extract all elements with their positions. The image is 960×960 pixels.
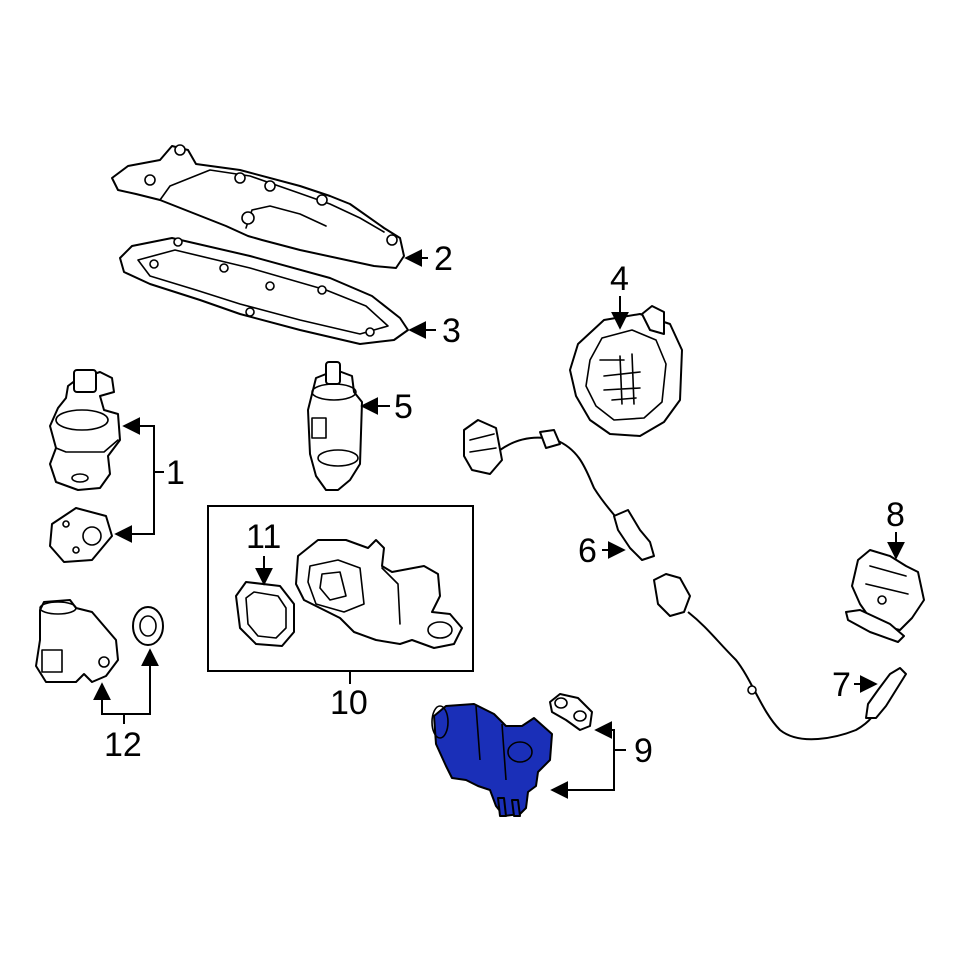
callout-7[interactable]: 7 xyxy=(832,666,851,704)
part-8-solenoid[interactable] xyxy=(845,549,925,643)
part-9-o-ring-seals[interactable] xyxy=(549,693,593,731)
leader-12 xyxy=(93,648,159,724)
part-11-gasket[interactable] xyxy=(235,581,295,647)
leader-1 xyxy=(114,417,164,543)
part-3-gasket[interactable] xyxy=(119,237,409,345)
part-1-egr-valve[interactable] xyxy=(49,369,121,491)
callout-5[interactable]: 5 xyxy=(394,388,413,426)
callout-12[interactable]: 12 xyxy=(104,726,142,764)
leader-9 xyxy=(550,721,626,799)
callout-1[interactable]: 1 xyxy=(166,454,185,492)
part-4-canister[interactable] xyxy=(569,305,683,437)
part-12-seal-ring[interactable] xyxy=(132,606,164,646)
part-1-egr-gasket[interactable] xyxy=(49,507,113,563)
callout-3[interactable]: 3 xyxy=(442,312,461,350)
part-7-oxygen-sensor[interactable] xyxy=(653,573,907,741)
callout-2[interactable]: 2 xyxy=(434,240,453,278)
part-12-sensor[interactable] xyxy=(35,599,119,683)
callout-8[interactable]: 8 xyxy=(886,496,905,534)
callout-4[interactable]: 4 xyxy=(610,260,629,298)
part-9-vacuum-valve[interactable] xyxy=(431,703,553,817)
part-10-idle-air-valve[interactable] xyxy=(295,539,463,649)
part-2-manifold-cover[interactable] xyxy=(111,144,405,269)
callout-6[interactable]: 6 xyxy=(578,532,597,570)
part-6-oxygen-sensor[interactable] xyxy=(463,419,655,561)
callout-11[interactable]: 11 xyxy=(246,518,281,556)
callout-10[interactable]: 10 xyxy=(330,684,368,722)
part-5-fuel-pump[interactable] xyxy=(307,361,363,491)
part-10-group-box xyxy=(207,505,474,672)
callout-9[interactable]: 9 xyxy=(634,732,653,770)
